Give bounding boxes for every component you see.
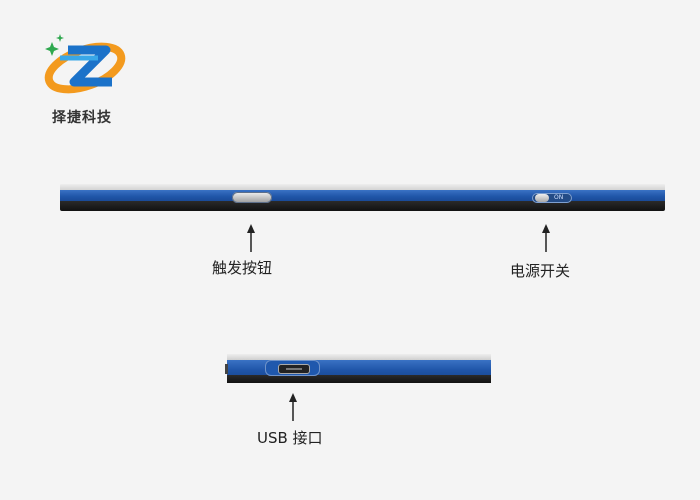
power-switch-knob[interactable] bbox=[535, 194, 549, 202]
device-base bbox=[60, 201, 665, 211]
device-side-view-top: ON bbox=[60, 184, 665, 216]
device-top-cover bbox=[60, 184, 665, 191]
power-switch-on-text: ON bbox=[554, 194, 564, 201]
usb-port-contact bbox=[286, 368, 302, 370]
device-bottom-cover bbox=[227, 354, 491, 360]
logo-emblem-icon bbox=[44, 34, 126, 94]
device-bottom-base bbox=[227, 375, 491, 383]
usb-port-label: USB 接口 bbox=[257, 429, 323, 447]
power-switch[interactable]: ON bbox=[532, 193, 572, 203]
device-side-view-bottom bbox=[225, 354, 491, 384]
company-logo: 择捷科技 bbox=[40, 28, 130, 128]
power-pointer-arrow-icon bbox=[542, 224, 550, 252]
trigger-button-label: 触发按钮 bbox=[212, 259, 273, 277]
device-bottom-edge bbox=[225, 364, 228, 374]
usb-port[interactable] bbox=[278, 364, 310, 374]
power-switch-label: 电源开关 bbox=[510, 262, 571, 280]
device-blue-shell bbox=[60, 190, 665, 201]
brand-name: 择捷科技 bbox=[52, 110, 112, 126]
usb-pointer-arrow-icon bbox=[289, 393, 297, 421]
trigger-pointer-arrow-icon bbox=[247, 224, 255, 252]
trigger-button[interactable] bbox=[232, 192, 272, 203]
